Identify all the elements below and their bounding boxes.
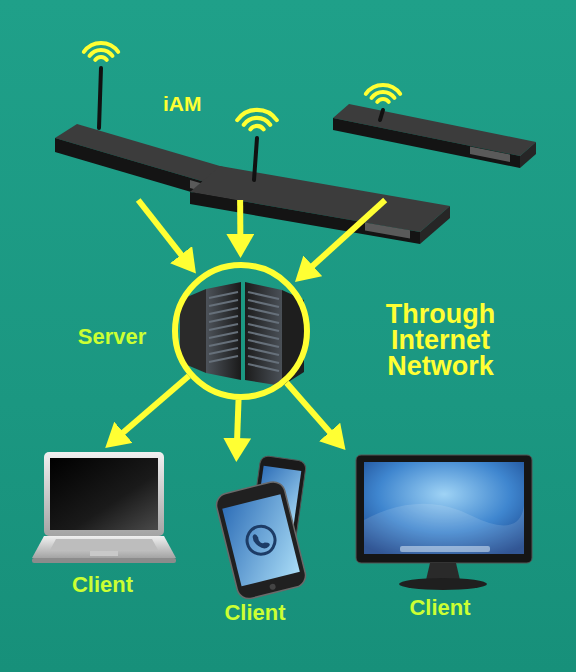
client-device: Client xyxy=(35,448,170,598)
flow-arrow xyxy=(237,200,243,240)
node-label: Client xyxy=(200,601,310,625)
flow-arrow xyxy=(308,200,385,270)
screen-dock xyxy=(400,546,490,552)
rack-front xyxy=(245,282,282,386)
server-circle: Server xyxy=(172,262,310,400)
rack-front xyxy=(206,282,241,380)
laptop-lid xyxy=(44,452,164,536)
device-display xyxy=(470,147,510,163)
node-label: Client xyxy=(335,596,545,620)
network-note: Through Internet Network xyxy=(368,301,513,379)
antenna xyxy=(99,68,101,128)
monitor-base xyxy=(399,578,487,590)
wifi-signal xyxy=(237,110,277,130)
monitor-frame xyxy=(356,455,532,563)
rack-slots xyxy=(248,292,279,371)
rack-side xyxy=(180,289,206,373)
iam-device xyxy=(333,85,536,168)
monitor-screen xyxy=(364,462,524,554)
server-rack xyxy=(180,282,304,386)
node-label: Client xyxy=(35,573,170,597)
node-label: Server xyxy=(64,325,160,349)
antenna xyxy=(380,110,383,120)
device-end xyxy=(520,142,536,168)
antenna xyxy=(254,138,257,180)
phone-icon xyxy=(244,523,278,557)
iam-device xyxy=(190,110,450,244)
laptop-base xyxy=(32,536,176,558)
client-device: Client xyxy=(335,450,545,620)
wifi-signal xyxy=(84,43,118,60)
laptop-edge xyxy=(32,558,176,563)
phone-body xyxy=(214,479,308,601)
flow-arrow xyxy=(237,400,239,444)
screen-wave xyxy=(364,504,524,554)
device-front xyxy=(333,118,520,168)
laptop-keyboard xyxy=(50,539,158,550)
laptop xyxy=(32,452,176,563)
wifi-signal xyxy=(366,85,400,102)
device-end xyxy=(420,206,450,244)
rack-side xyxy=(282,290,304,386)
flow-arrow xyxy=(287,383,334,437)
flow-arrow xyxy=(119,376,189,436)
phone-handset xyxy=(252,531,271,551)
device-display xyxy=(365,223,410,239)
client-device: Client xyxy=(200,462,310,624)
laptop-touchpad xyxy=(90,551,118,556)
phone xyxy=(214,479,308,601)
flow-arrow xyxy=(138,200,185,259)
device-front xyxy=(190,192,420,244)
group-label: iAM xyxy=(163,92,223,115)
device-group: iAM xyxy=(50,55,540,200)
monitor xyxy=(356,455,532,590)
monitor-neck xyxy=(426,563,460,580)
phone-screen xyxy=(222,494,300,586)
laptop-screen xyxy=(50,458,158,530)
phone-button xyxy=(269,583,276,590)
rack-slots xyxy=(209,292,238,362)
